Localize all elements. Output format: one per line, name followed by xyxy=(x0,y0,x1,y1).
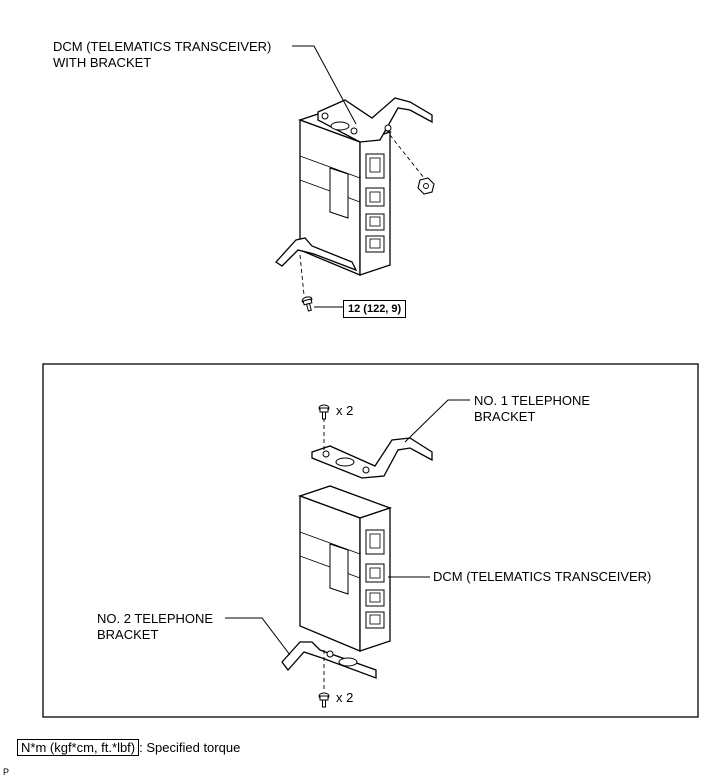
dcm-with-bracket-label-line2: WITH BRACKET xyxy=(53,55,152,70)
corner-code: P xyxy=(3,767,10,777)
detail-frame xyxy=(42,363,699,718)
bolt-count-top: x 2 xyxy=(336,403,354,418)
no2-telephone-bracket-label-line2: BRACKET xyxy=(97,627,159,642)
no1-telephone-bracket-label: NO. 1 TELEPHONE BRACKET xyxy=(474,393,590,425)
torque-value-box: 12 (122, 9) xyxy=(343,300,407,318)
dcm-with-bracket-label: DCM (TELEMATICS TRANSCEIVER) WITH BRACKE… xyxy=(53,39,271,71)
legend-torque-box: N*m (kgf*cm, ft.*lbf) xyxy=(17,739,140,756)
legend-description: : Specified torque xyxy=(139,740,241,755)
dcm-with-bracket-label-line1: DCM (TELEMATICS TRANSCEIVER) xyxy=(53,39,272,54)
dcm-with-bracket-drawing xyxy=(275,45,435,313)
bolt-count-bottom: x 2 xyxy=(336,690,354,705)
no2-telephone-bracket-label-line1: NO. 2 TELEPHONE xyxy=(97,611,214,626)
no2-telephone-bracket-label: NO. 2 TELEPHONE BRACKET xyxy=(97,611,213,643)
dcm-label: DCM (TELEMATICS TRANSCEIVER) xyxy=(433,569,652,584)
dcm-exploded-drawing xyxy=(225,399,470,708)
no1-telephone-bracket-label-line1: NO. 1 TELEPHONE xyxy=(474,393,591,408)
no1-telephone-bracket-label-line2: BRACKET xyxy=(474,409,536,424)
legend: N*m (kgf*cm, ft.*lbf): Specified torque xyxy=(17,739,240,757)
